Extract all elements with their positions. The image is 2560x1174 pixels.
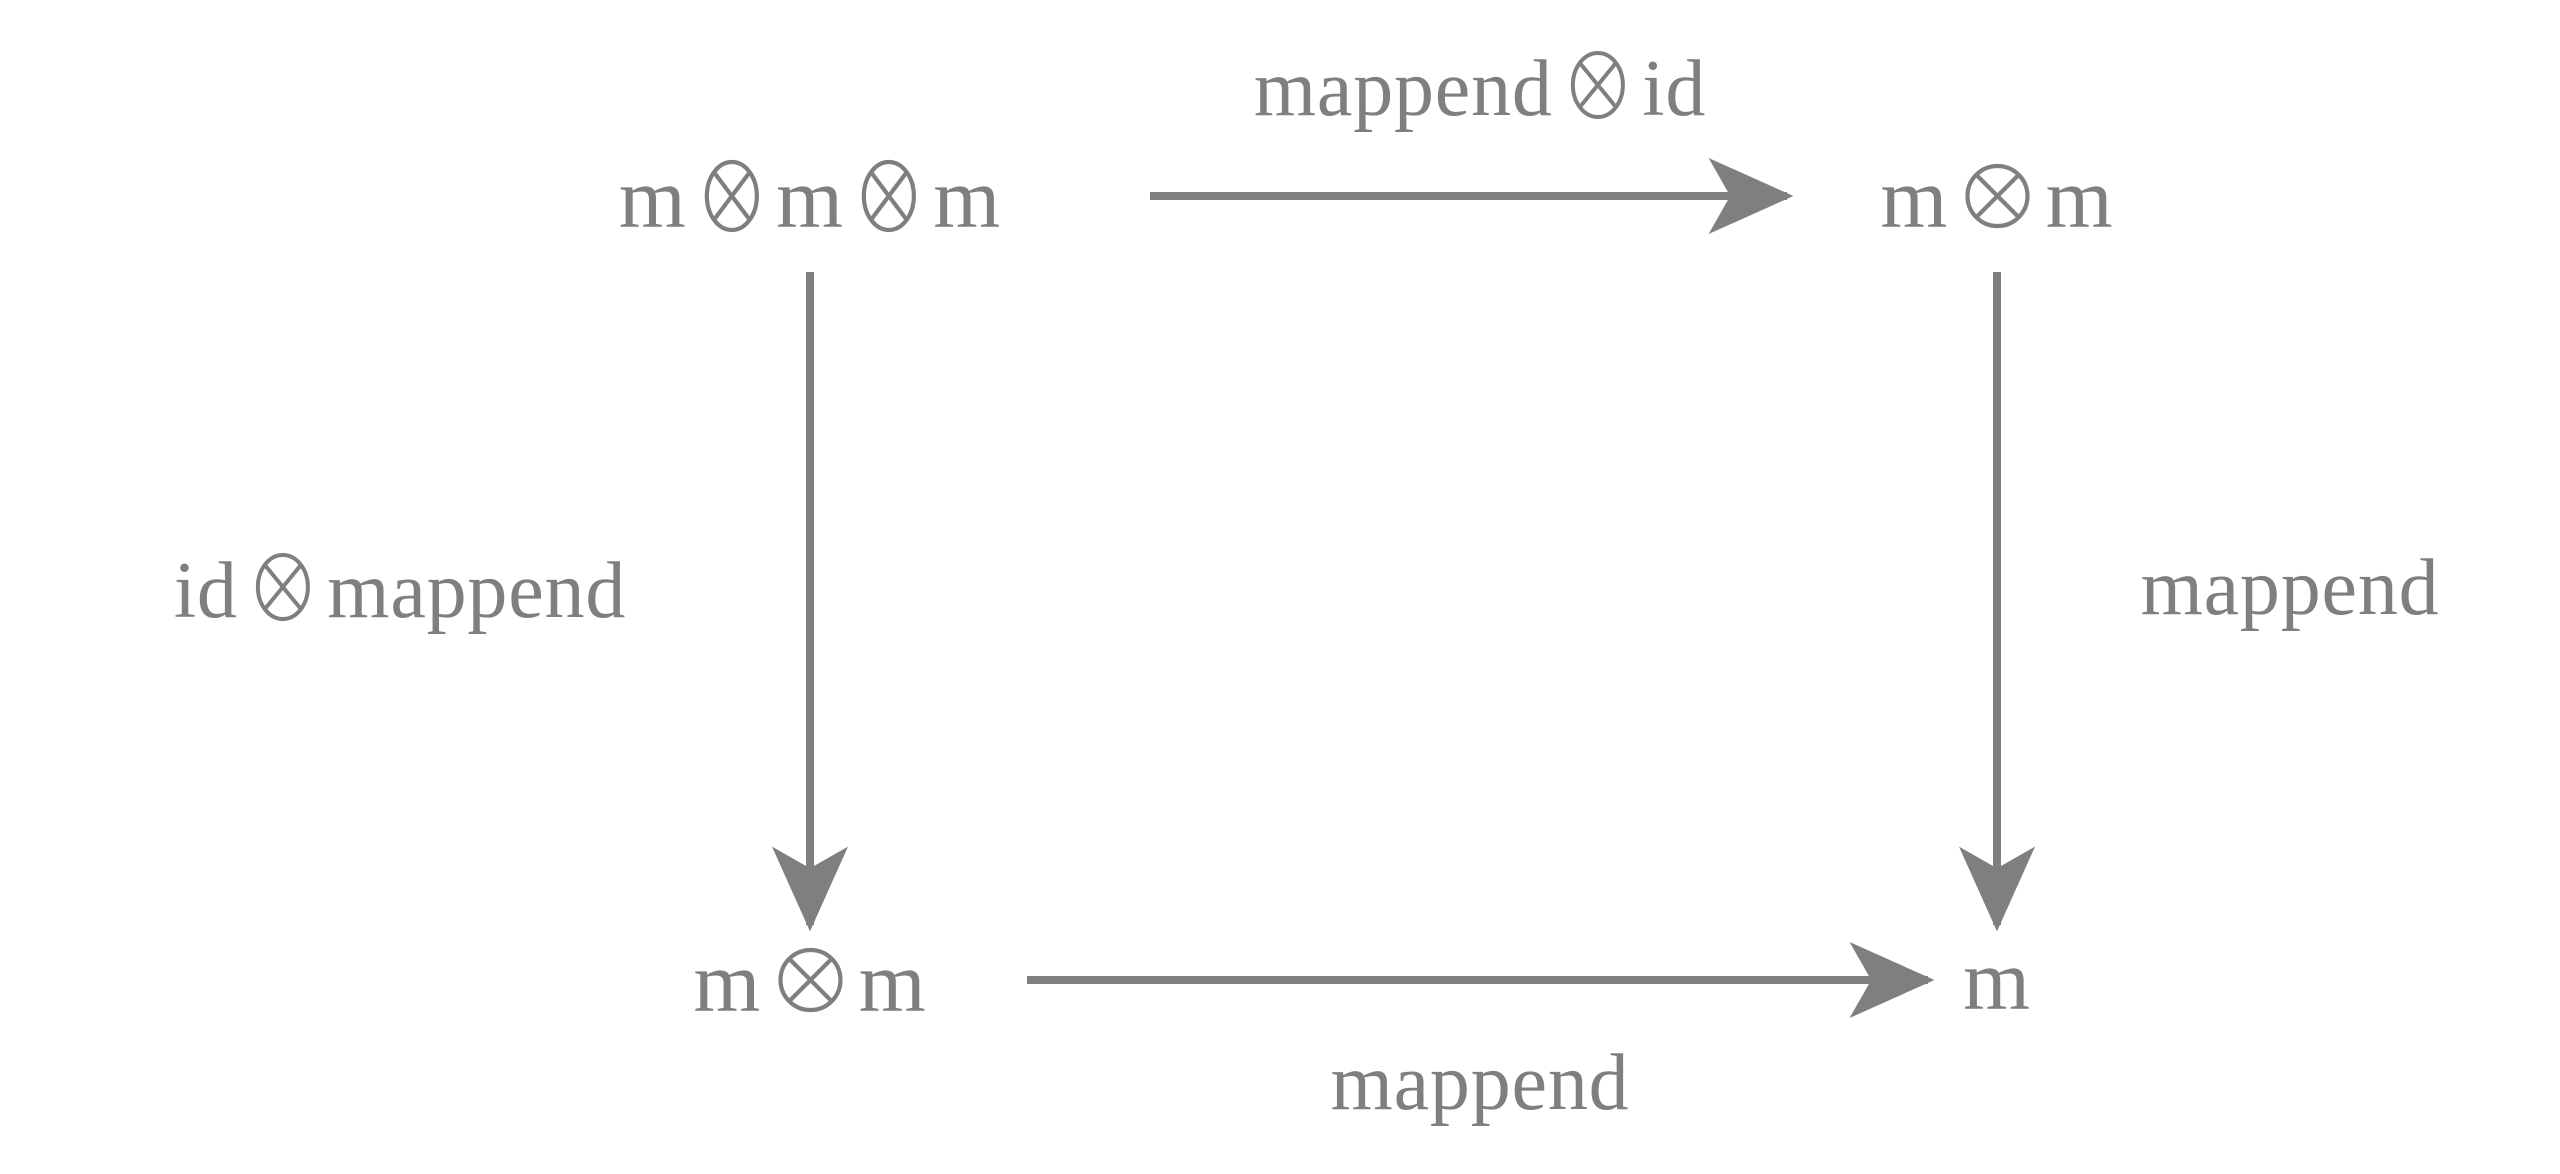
tensor-icon <box>250 551 314 623</box>
node-tl-m2: m <box>776 150 844 246</box>
edge-label-top-right-operand: id <box>1642 45 1707 133</box>
node-tr-m2: m <box>2045 150 2114 246</box>
node-br-m1: m <box>1963 932 2031 1028</box>
node-bottom-right: m <box>1963 937 2031 1023</box>
edge-label-left-right-operand: mappend <box>327 547 627 635</box>
tensor-icon <box>1962 158 2032 234</box>
edge-label-bottom: mappend <box>1330 1039 1630 1127</box>
tensor-icon <box>1566 49 1630 121</box>
tensor-icon <box>700 158 762 234</box>
node-tl-m1: m <box>618 150 687 246</box>
tensor-icon <box>775 942 845 1018</box>
node-tl-m3: m <box>933 150 1002 246</box>
node-bl-m2: m <box>858 934 927 1030</box>
edge-label-left-left-operand: id <box>173 547 238 635</box>
edge-label-right: mappend <box>2140 544 2440 632</box>
edge-label-top-left-operand: mappend <box>1253 45 1553 133</box>
tensor-icon <box>858 158 920 234</box>
node-bl-m1: m <box>693 934 762 1030</box>
node-tr-m1: m <box>1880 150 1949 246</box>
